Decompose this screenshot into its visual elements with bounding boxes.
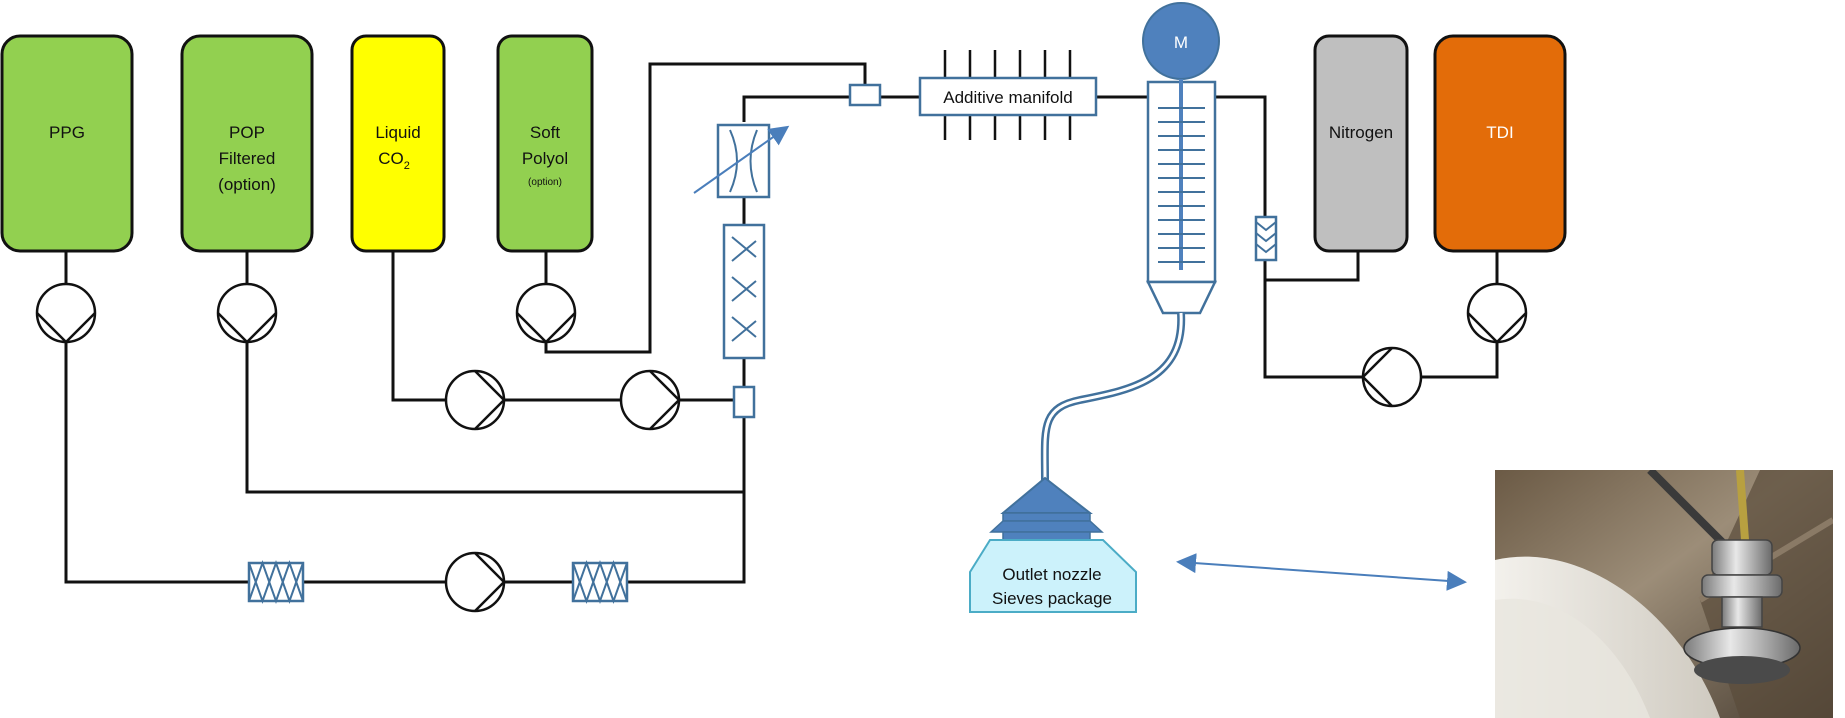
filter-icon [247,560,305,604]
outlet-label-1: Outlet nozzle [1002,565,1101,584]
tank-pop-label-2: Filtered [219,149,276,168]
outlet-label-2: Sieves package [992,589,1112,608]
reference-arrow [1176,553,1467,591]
motor-label: M [1174,33,1188,52]
tank-ppg: PPG [0,34,134,253]
outlet-sieves-box: Outlet nozzle Sieves package [969,539,1137,613]
pump-icon [444,551,506,613]
pump-icon [515,282,577,344]
pump-icon [1361,346,1423,408]
filter-icon [571,560,629,604]
junction-block [848,83,882,107]
static-mixer-icon [722,223,766,360]
pipe-network [64,62,1499,584]
pump-icon [216,282,278,344]
outlet-nozzle-icon [989,476,1104,541]
pump-icon [619,369,681,431]
tank-pop-label-3: (option) [218,175,276,194]
tank-co2-label-2: CO2 [378,149,410,172]
mixing-head: M [1142,2,1220,315]
tank-tdi: TDI [1433,34,1567,253]
pump-icon [1466,282,1528,344]
junction-block [732,385,756,419]
tank-tdi-label: TDI [1486,123,1513,142]
tank-pop-label-1: POP [229,123,265,142]
hose [1040,312,1186,481]
tank-nitrogen-label: Nitrogen [1329,123,1393,142]
machine-photo [1495,470,1833,718]
additive-manifold: Additive manifold [918,50,1098,140]
tank-soft-polyol-note: (option) [528,177,562,188]
additive-manifold-label: Additive manifold [943,88,1072,107]
tank-co2-label-1: Liquid [375,123,420,142]
tank-soft-polyol-label-2: Polyol [522,149,568,168]
tank-ppg-label: PPG [49,123,85,142]
flow-control-valve-icon [693,123,790,199]
filter-icon [1254,215,1278,262]
tank-liquid-co2: Liquid CO2 [350,34,446,253]
tank-pop-filtered: POP Filtered (option) [180,34,314,253]
pump-icon [35,282,97,344]
tank-soft-polyol: Soft Polyol (option) [496,34,594,253]
pump-icon [444,369,506,431]
tank-nitrogen: Nitrogen [1313,34,1409,253]
tank-soft-polyol-label-1: Soft [530,123,561,142]
